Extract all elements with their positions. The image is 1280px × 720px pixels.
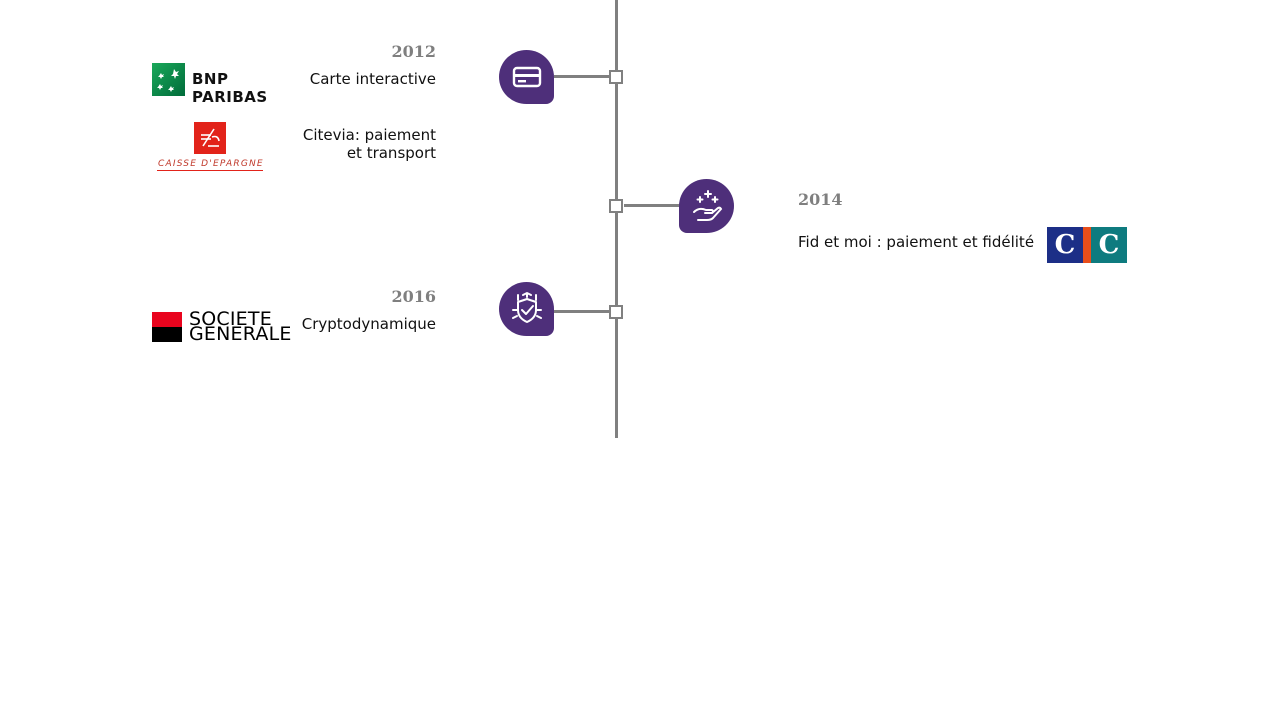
credit-card-icon [499,50,554,104]
hand-sparkle-icon [679,179,734,233]
event-2012-ce-line2: et transport [346,144,436,162]
caisse-epargne-text: CAISSE D'EPARGNE [158,159,264,169]
caisse-epargne-logo: CAISSE D'EPARGNE [157,122,263,172]
cic-logo-left: C [1047,227,1083,263]
cic-logo-bar [1083,227,1091,263]
year-2014: 2014 [798,190,843,209]
event-2012-ce-text: Citevia: paiement et transport [286,126,436,162]
societe-generale-logo: SOCIETE GENERALE [152,308,304,345]
shield-check-icon [499,282,554,336]
event-2014-cic-text: Fid et moi : paiement et fidélité [798,233,1035,251]
connector-2016 [554,310,610,313]
sg-logo-line1: SOCIETE [189,308,272,330]
connector-2012 [554,75,610,78]
event-2012-bnp-text: Carte interactive [309,70,436,88]
squirrel-icon [194,122,226,154]
cic-logo: C C [1047,227,1127,263]
caisse-epargne-underline [157,170,263,171]
year-2012: 2012 [391,42,436,61]
event-2016-sg-text: Cryptodynamique [301,315,436,333]
bnp-logo-text: BNP PARIBAS [192,70,268,106]
year-2016: 2016 [391,287,436,306]
timeline-node-2016 [609,305,623,319]
cic-logo-right: C [1091,227,1127,263]
event-2012-ce-line1: Citevia: paiement [302,126,436,144]
sg-red-block [152,312,182,327]
timeline-spine [615,0,618,438]
bnp-paribas-logo: BNP PARIBAS [152,63,302,106]
timeline-node-2014 [609,199,623,213]
connector-2014 [624,204,680,207]
sg-black-block [152,327,182,342]
sg-logo-line2: GENERALE [189,323,292,345]
bnp-stars-icon [152,63,185,96]
timeline-node-2012 [609,70,623,84]
